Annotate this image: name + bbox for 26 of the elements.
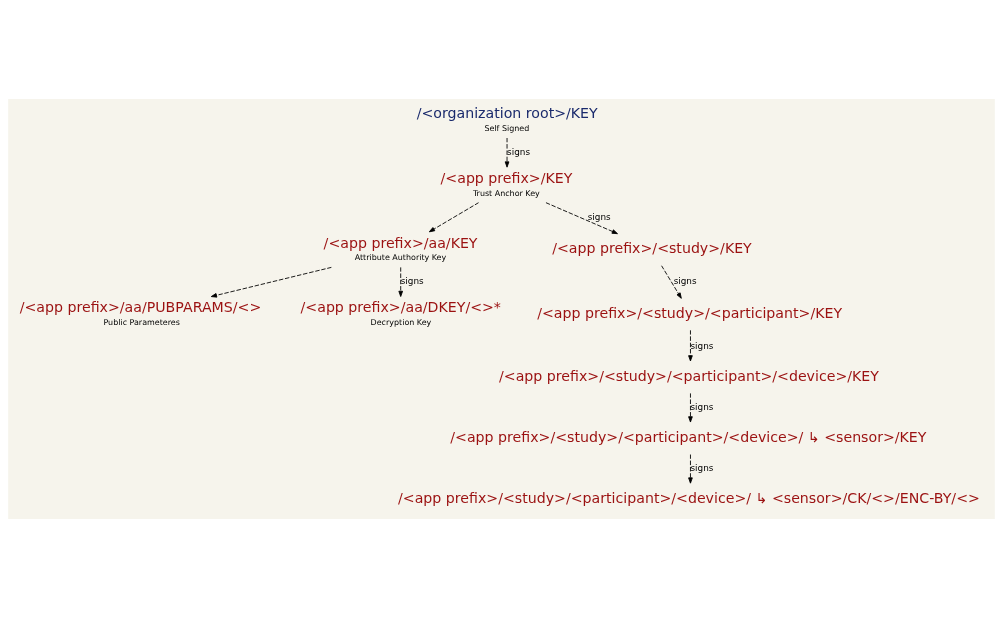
arrow xyxy=(688,392,693,423)
node-text: /<app prefix>/<study>/<participant>/<device>/ ↳ <sensor>/KEY xyxy=(450,428,927,445)
arrow xyxy=(688,454,693,484)
node-text: /<app prefix>/<study>/KEY xyxy=(552,240,752,256)
arrow xyxy=(428,202,479,233)
edge-label: signs xyxy=(400,276,424,287)
arrow xyxy=(210,266,332,298)
node-text: /<app prefix>/<study>/<participant>/<device>/ ↳ <sensor>/CK/<>/ENC-BY/<> xyxy=(398,489,980,506)
edge-label: signs xyxy=(587,211,611,222)
edge-label: signs xyxy=(690,402,714,413)
node-text: /<organization root>/KEY Self Signed xyxy=(416,105,598,134)
node-text: /<app prefix>/KEY Trust Anchor Key xyxy=(440,170,573,198)
arrow xyxy=(545,202,618,235)
edge-label: signs xyxy=(507,146,531,157)
node-text: /<app prefix>/aa/PUBPARAMS/<> Public Parameteres xyxy=(19,299,262,328)
node-text: /<app prefix>/<study>/<participant>/KEY xyxy=(537,304,843,321)
arrow xyxy=(398,266,403,297)
node-text: /<app prefix>/aa/KEY Attribute Authority Key xyxy=(323,234,478,263)
arrow xyxy=(661,265,682,299)
edge-label: signs xyxy=(690,340,714,351)
edge-label: signs xyxy=(690,463,714,474)
node-text: /<app prefix>/<study>/<participant>/<device>/KEY xyxy=(499,367,879,384)
arrow xyxy=(504,137,510,168)
arrow xyxy=(688,329,693,362)
node-text: /<app prefix>/aa/DKEY/<>* Decryption Key xyxy=(300,299,501,328)
edge-label: signs xyxy=(673,276,697,287)
